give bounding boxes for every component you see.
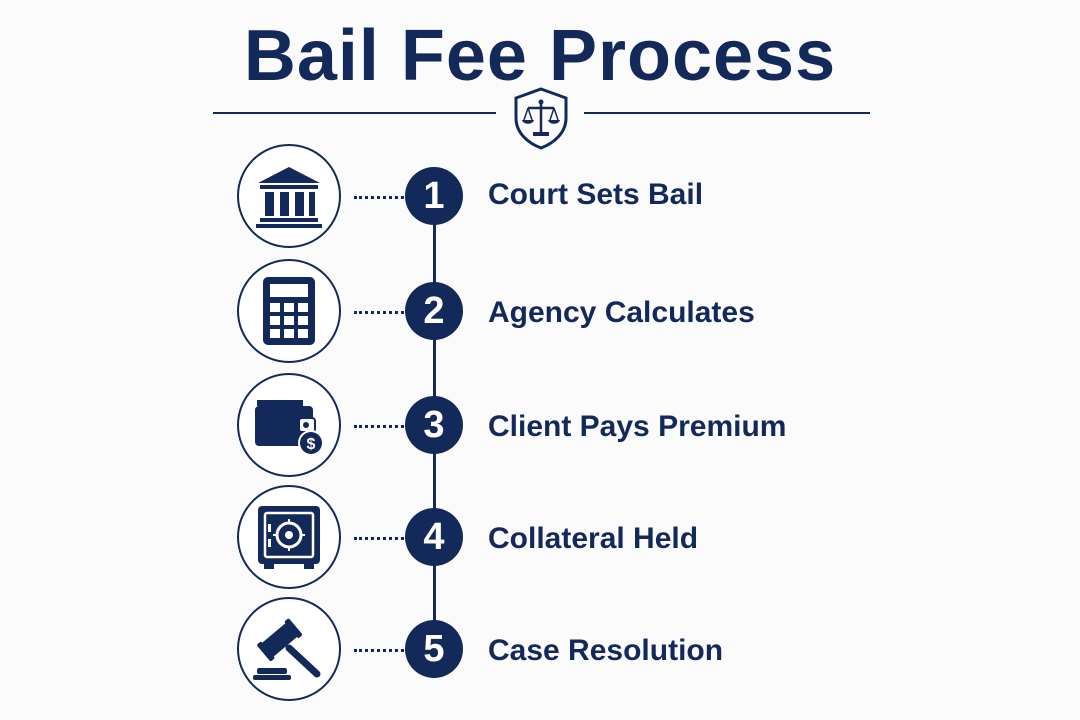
step-4-number-badge: 4 (405, 508, 463, 566)
step-2-label: Agency Calculates (488, 296, 755, 329)
safe-icon (258, 506, 320, 569)
step-1: 1 Court Sets Bail (0, 144, 1080, 254)
title-divider-left (213, 112, 496, 114)
step-2-number-badge: 2 (405, 282, 463, 340)
courthouse-icon (256, 167, 322, 228)
step-4-connector (354, 537, 404, 540)
title-divider-right (584, 112, 870, 114)
step-3: $ 3 Client Pays Premium (0, 373, 1080, 483)
svg-text:$: $ (307, 436, 316, 453)
step-4-label: Collateral Held (488, 522, 699, 555)
step-5-icon-circle (237, 597, 341, 701)
step-2: 2 Agency Calculates (0, 259, 1080, 369)
step-5-connector (354, 649, 404, 652)
step-2-icon-circle (237, 259, 341, 363)
wallet-dollar-icon: $ (255, 400, 324, 456)
step-5: 5 Case Resolution (0, 597, 1080, 707)
gavel-icon (253, 618, 321, 680)
step-4: 4 Collateral Held (0, 485, 1080, 595)
step-5-number-badge: 5 (405, 620, 463, 678)
step-3-icon-circle: $ (237, 373, 341, 477)
step-2-connector (354, 311, 404, 314)
step-1-number-badge: 1 (405, 167, 463, 225)
scales-of-justice-shield-icon (511, 86, 571, 150)
calculator-icon (263, 277, 315, 345)
step-4-icon-circle (237, 485, 341, 589)
step-1-label: Court Sets Bail (488, 178, 704, 211)
step-5-label: Case Resolution (488, 634, 724, 667)
step-3-connector (354, 425, 404, 428)
step-3-number-badge: 3 (405, 396, 463, 454)
page-title: Bail Fee Process (243, 16, 837, 96)
step-1-connector (354, 196, 404, 199)
step-3-label: Client Pays Premium (488, 410, 787, 443)
step-1-icon-circle (237, 144, 341, 248)
